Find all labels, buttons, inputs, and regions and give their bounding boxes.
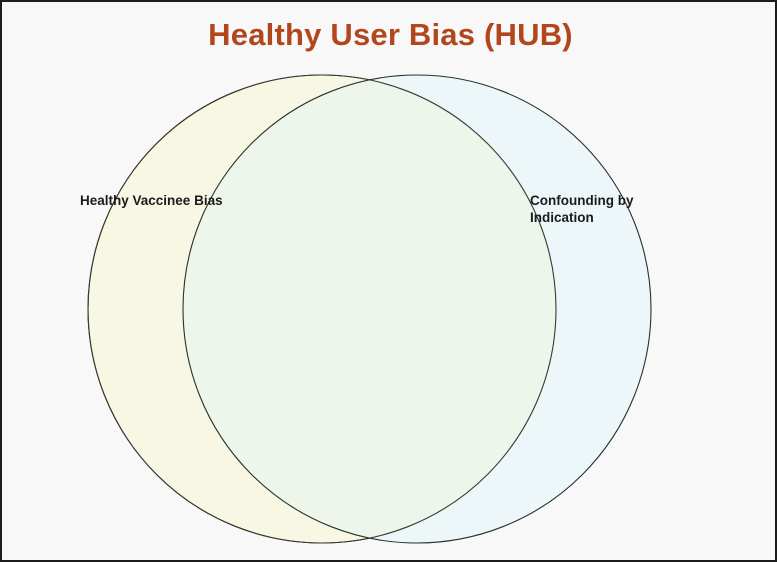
venn-outline-right: [182, 74, 652, 544]
page-title: Healthy User Bias (HUB): [208, 17, 573, 52]
venn-outline-left: [87, 74, 557, 544]
venn-label-confounding-by-indication: Confounding by Indication: [530, 193, 634, 225]
venn-label-healthy-vaccinee-bias: Healthy Vaccinee Bias: [80, 193, 223, 208]
